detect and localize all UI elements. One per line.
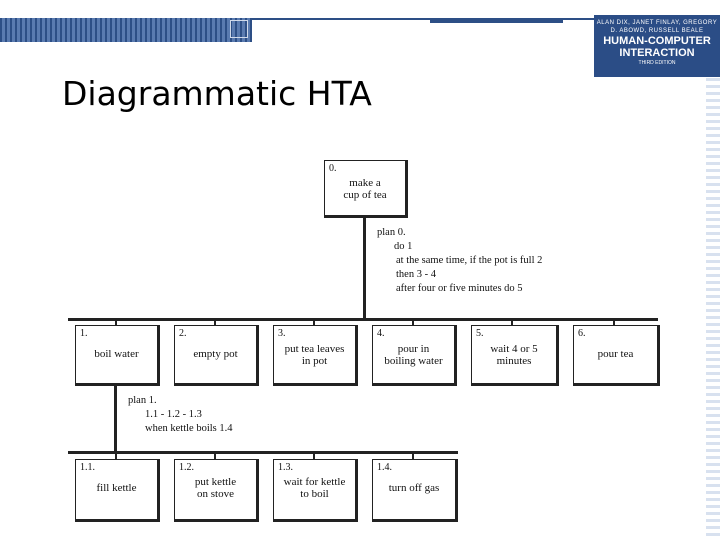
- task-number: 4.: [377, 328, 385, 339]
- book-title-line2: INTERACTION: [619, 47, 695, 59]
- task-node-1-4: 1.4. turn off gas: [372, 459, 458, 522]
- task-label: wait 4 or 5 minutes: [490, 343, 538, 367]
- book-authors: ALAN DIX, JANET FINLAY, GREGORY D. ABOWD…: [596, 20, 718, 34]
- task-label: pour in boiling water: [384, 343, 443, 367]
- level1-drop-1: [115, 318, 117, 326]
- task-node-2: 2. empty pot: [174, 325, 259, 386]
- task-label: boil water: [94, 348, 139, 360]
- header-tab: [430, 18, 563, 23]
- book-title-line1: HUMAN-COMPUTER: [603, 35, 711, 47]
- root-connector: [363, 217, 366, 319]
- header-pattern-bar: [0, 18, 252, 42]
- plan-step: at the same time, if the pot is full 2: [396, 255, 543, 266]
- task-label: wait for kettle to boil: [283, 476, 346, 500]
- task-number: 0.: [329, 163, 337, 174]
- task-node-1: 1. boil water: [75, 325, 160, 386]
- plan-0: plan 0. do 1 at the same time, if the po…: [377, 226, 542, 296]
- level1-drop-4: [412, 318, 414, 326]
- plan-step: 1.1 - 1.2 - 1.3: [145, 409, 202, 420]
- task-number: 1.2.: [179, 462, 194, 473]
- book-cover-logo: ALAN DIX, JANET FINLAY, GREGORY D. ABOWD…: [594, 15, 720, 77]
- level1-drop-6: [613, 318, 615, 326]
- task-label: put kettle on stove: [194, 476, 237, 500]
- task-label: turn off gas: [388, 482, 440, 494]
- task-label: make a cup of tea: [343, 177, 387, 201]
- plan-title: plan 1.: [128, 395, 157, 406]
- task-node-5: 5. wait 4 or 5 minutes: [471, 325, 559, 386]
- level1-drop-5: [511, 318, 513, 326]
- task-node-1-1: 1.1. fill kettle: [75, 459, 160, 522]
- task-label: empty pot: [193, 348, 238, 360]
- plan-1: plan 1. 1.1 - 1.2 - 1.3 when kettle boil…: [128, 394, 233, 436]
- plan-step: after four or five minutes do 5: [396, 283, 523, 294]
- level1-drop-2: [214, 318, 216, 326]
- plan-step: when kettle boils 1.4: [145, 423, 233, 434]
- task-label: put tea leaves in pot: [284, 343, 345, 367]
- header-rule: [252, 18, 597, 20]
- task-node-6: 6. pour tea: [573, 325, 660, 386]
- task-number: 1.1.: [80, 462, 95, 473]
- task-node-root: 0. make a cup of tea: [324, 160, 408, 218]
- level2-drop-4: [412, 451, 414, 460]
- header-grid-icon: [230, 20, 248, 38]
- task-node-1-2: 1.2. put kettle on stove: [174, 459, 259, 522]
- task-number: 1.3.: [278, 462, 293, 473]
- task-number: 1.: [80, 328, 88, 339]
- level1-bus: [68, 318, 658, 321]
- task-number: 5.: [476, 328, 484, 339]
- level2-drop-2: [214, 451, 216, 460]
- level2-bus: [68, 451, 458, 454]
- task-number: 1.4.: [377, 462, 392, 473]
- task-node-3: 3. put tea leaves in pot: [273, 325, 358, 386]
- level1-drop-3: [313, 318, 315, 326]
- task-number: 2.: [179, 328, 187, 339]
- task-node-4: 4. pour in boiling water: [372, 325, 457, 386]
- side-pattern-strip: [706, 78, 720, 540]
- slide-title: Diagrammatic HTA: [62, 74, 372, 113]
- task-number: 3.: [278, 328, 286, 339]
- plan-step: then 3 - 4: [396, 269, 436, 280]
- task-number: 6.: [578, 328, 586, 339]
- level2-drop-1: [115, 451, 117, 460]
- plan-title: plan 0.: [377, 227, 406, 238]
- task-node-1-3: 1.3. wait for kettle to boil: [273, 459, 358, 522]
- task-label: fill kettle: [96, 482, 137, 494]
- level2-drop-3: [313, 451, 315, 460]
- book-edition: THIRD EDITION: [638, 60, 676, 66]
- node1-connector: [114, 385, 117, 453]
- plan-step: do 1: [394, 241, 413, 252]
- task-label: pour tea: [597, 348, 634, 360]
